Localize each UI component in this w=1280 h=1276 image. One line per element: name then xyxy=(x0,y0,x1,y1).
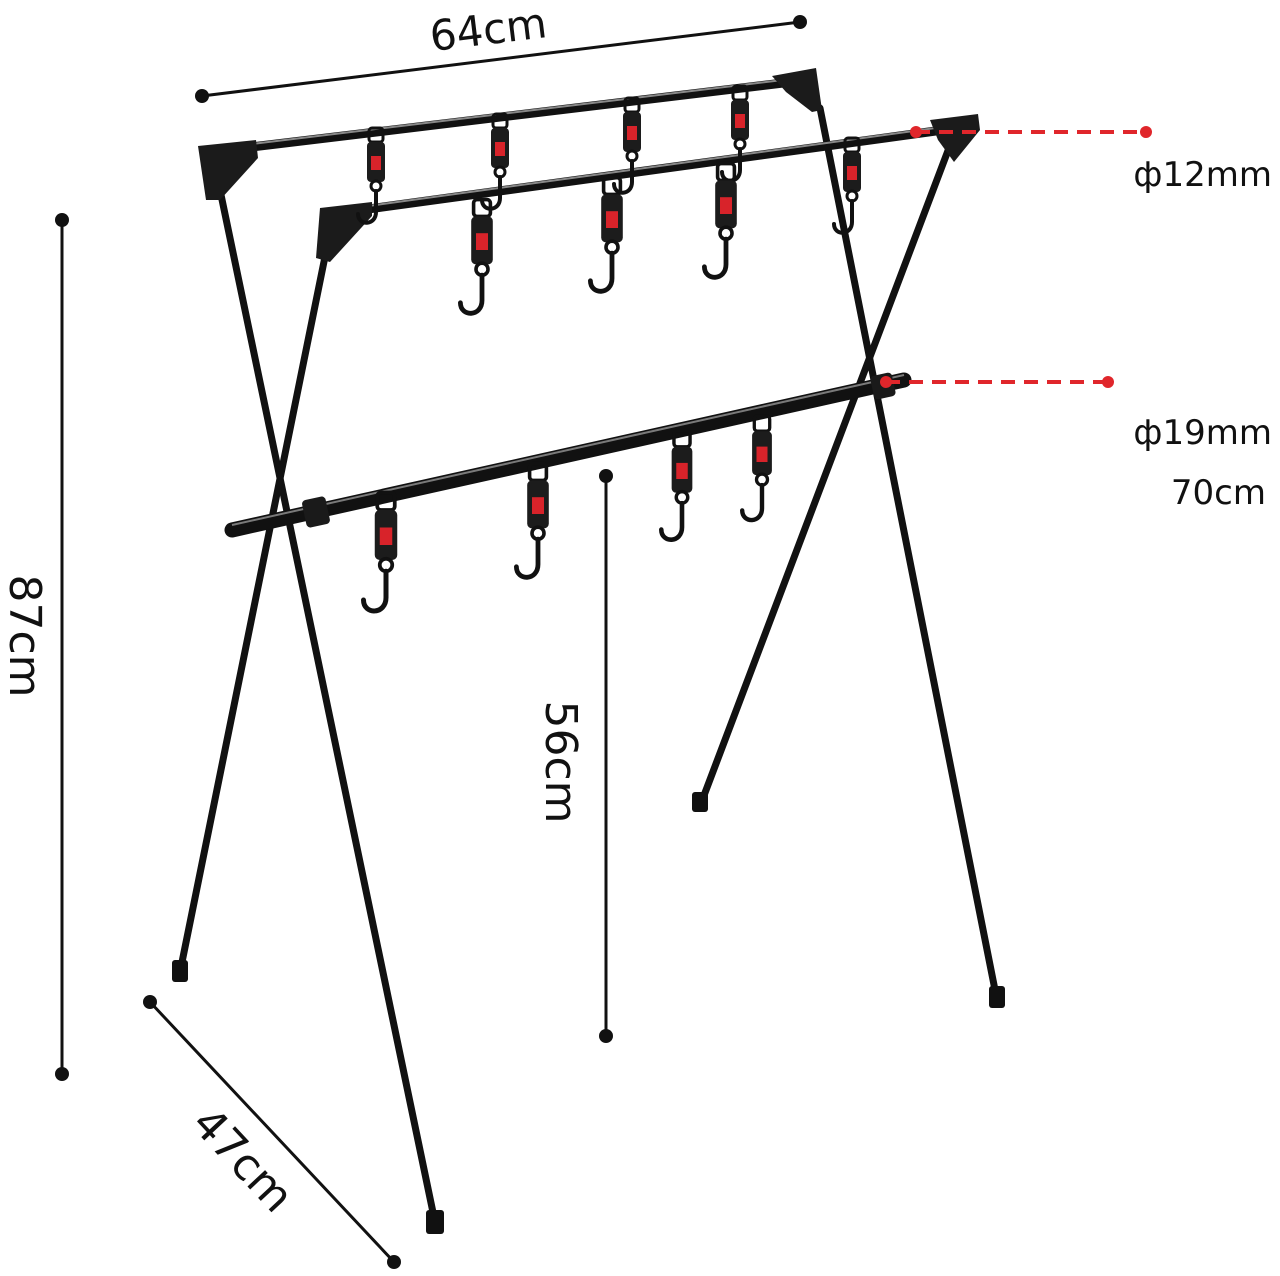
foot-cap xyxy=(426,1210,444,1234)
top-rear-bar xyxy=(198,68,822,200)
corner-bracket xyxy=(198,140,258,200)
top-front-bar xyxy=(316,114,980,262)
foot-cap xyxy=(989,986,1005,1008)
height-label: 87cm xyxy=(0,574,50,697)
dimension-height: 87cm xyxy=(0,213,69,1081)
dimension-lower-bar-height: 56cm xyxy=(535,469,613,1043)
s-hook xyxy=(590,178,622,292)
corner-bracket xyxy=(930,114,980,162)
upper-bar-diameter-callout xyxy=(910,126,1152,138)
lower-bar-hooks xyxy=(364,416,772,611)
corner-bracket xyxy=(772,68,822,112)
foot-cap xyxy=(692,792,708,812)
s-hook xyxy=(516,464,548,578)
left-front-leg xyxy=(176,228,334,976)
foot-cap xyxy=(172,960,188,982)
corner-bracket xyxy=(316,202,372,262)
rack-frame xyxy=(176,104,1001,1226)
dimension-depth: 47cm xyxy=(143,995,401,1269)
lower-bar-length-label: 70cm xyxy=(1171,473,1266,513)
lower-bar-diameter-callout xyxy=(880,376,1114,388)
top-width-label: 64cm xyxy=(427,0,550,61)
s-hook xyxy=(364,493,398,611)
bar-clamp xyxy=(302,496,330,528)
leg-feet xyxy=(172,792,1005,1234)
s-hook xyxy=(742,416,772,520)
left-rear-leg xyxy=(216,186,439,1226)
s-hook xyxy=(661,431,692,540)
upper-bar-diameter-label: ф12mm xyxy=(1133,155,1272,195)
s-hook xyxy=(704,164,736,278)
lower-bar-height-label: 56cm xyxy=(535,700,586,823)
lower-bar-diameter-label: ф19mm xyxy=(1133,413,1272,453)
right-rear-leg xyxy=(816,104,1001,1004)
s-hook xyxy=(460,200,492,314)
depth-label: 47cm xyxy=(182,1098,303,1223)
right-front-leg xyxy=(696,136,956,810)
lower-bar xyxy=(224,372,912,538)
